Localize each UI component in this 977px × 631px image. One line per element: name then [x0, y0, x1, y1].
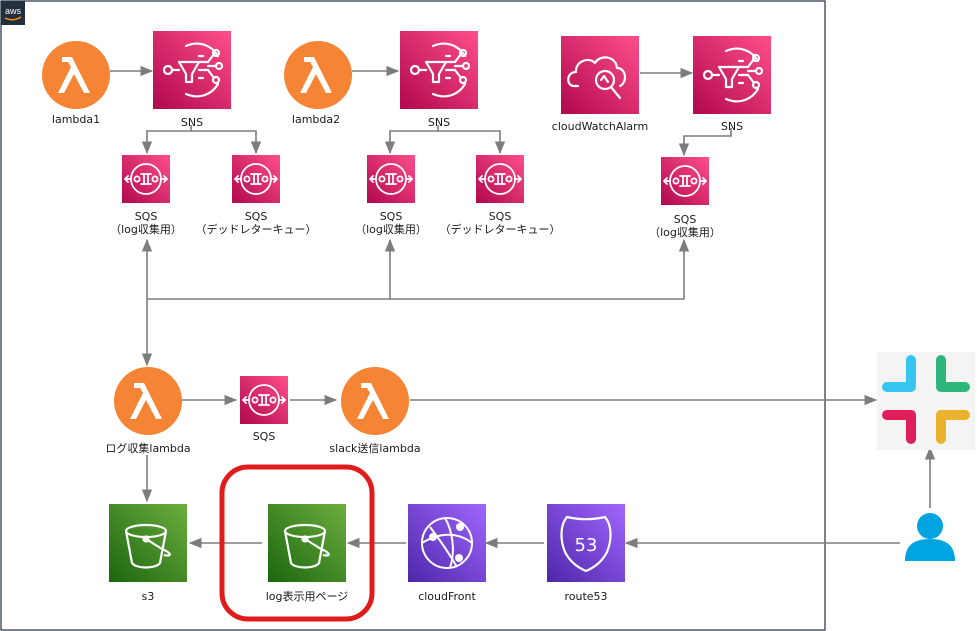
sns1-label: SNS [180, 116, 204, 129]
sqs1-dlq-label: SQS（デッドレターキュー） [195, 210, 317, 236]
arrow-sns1-sqs1dlq [191, 130, 262, 155]
arrow-sns3-sqs3log [678, 128, 732, 157]
route53-label: route53 [564, 590, 608, 603]
route53-icon: 53 [547, 504, 625, 582]
cloudwatch-alarm-icon [561, 36, 639, 114]
sqs1-dlq-icon [232, 155, 280, 203]
log-collect-lambda-label: ログ収集lambda [105, 442, 191, 455]
sns2-icon [400, 31, 478, 109]
user-icon [905, 513, 955, 561]
log-page-label: log表示用ページ [265, 590, 349, 603]
connectors [110, 65, 936, 549]
log-collect-lambda-icon [114, 367, 182, 435]
sqs1-log-icon [122, 155, 170, 203]
highlight-circle [219, 464, 375, 622]
arrow-sqs2log-join [147, 238, 396, 300]
lambda1-icon [42, 41, 110, 109]
sqs-mid-label: SQS [252, 430, 276, 443]
sqs2-log-icon [367, 155, 415, 203]
sns3-icon [693, 36, 771, 114]
arrow-sns2-sqs2dlq [438, 130, 506, 155]
s3-label: s3 [141, 590, 155, 603]
cloudfront-icon [408, 504, 486, 582]
aws-smile-icon [4, 16, 22, 21]
slack-send-lambda-label: slack送信lambda [329, 442, 421, 455]
aws-badge-label: aws [5, 6, 22, 16]
log-page-bucket-icon [268, 504, 346, 582]
sns3-label: SNS [720, 120, 744, 133]
aws-cloud-group: aws [0, 0, 826, 631]
sqs3-log-label: SQS（log収集用） [649, 213, 721, 239]
cloudfront-label: cloudFront [418, 590, 476, 603]
aws-logo-icon [1, 1, 25, 25]
sns2-label: SNS [427, 116, 451, 129]
sqs2-dlq-icon [476, 155, 524, 203]
arrow-sns1-sqs1log [141, 125, 192, 155]
cloudwatch-label: cloudWatchAlarm [551, 120, 649, 133]
lambda1-label: lambda1 [51, 113, 101, 126]
sqs2-dlq-label: SQS（デッドレターキュー） [439, 210, 561, 236]
route53-badge-text: 53 [575, 535, 598, 556]
slack-icon [877, 352, 975, 450]
arrow-sqs3log-join [390, 238, 690, 300]
arrow-sns2-sqs2log [384, 125, 439, 155]
sqs1-log-label: SQS（log収集用） [110, 210, 182, 236]
sqs3-log-icon [661, 157, 709, 205]
s3-bucket-icon [109, 504, 187, 582]
sqs2-log-label: SQS（log収集用） [355, 210, 427, 236]
slack-send-lambda-icon [341, 367, 409, 435]
sns1-icon [153, 31, 231, 109]
sqs-mid-icon [240, 376, 288, 424]
lambda2-label: lambda2 [291, 113, 341, 126]
lambda2-icon [284, 41, 352, 109]
